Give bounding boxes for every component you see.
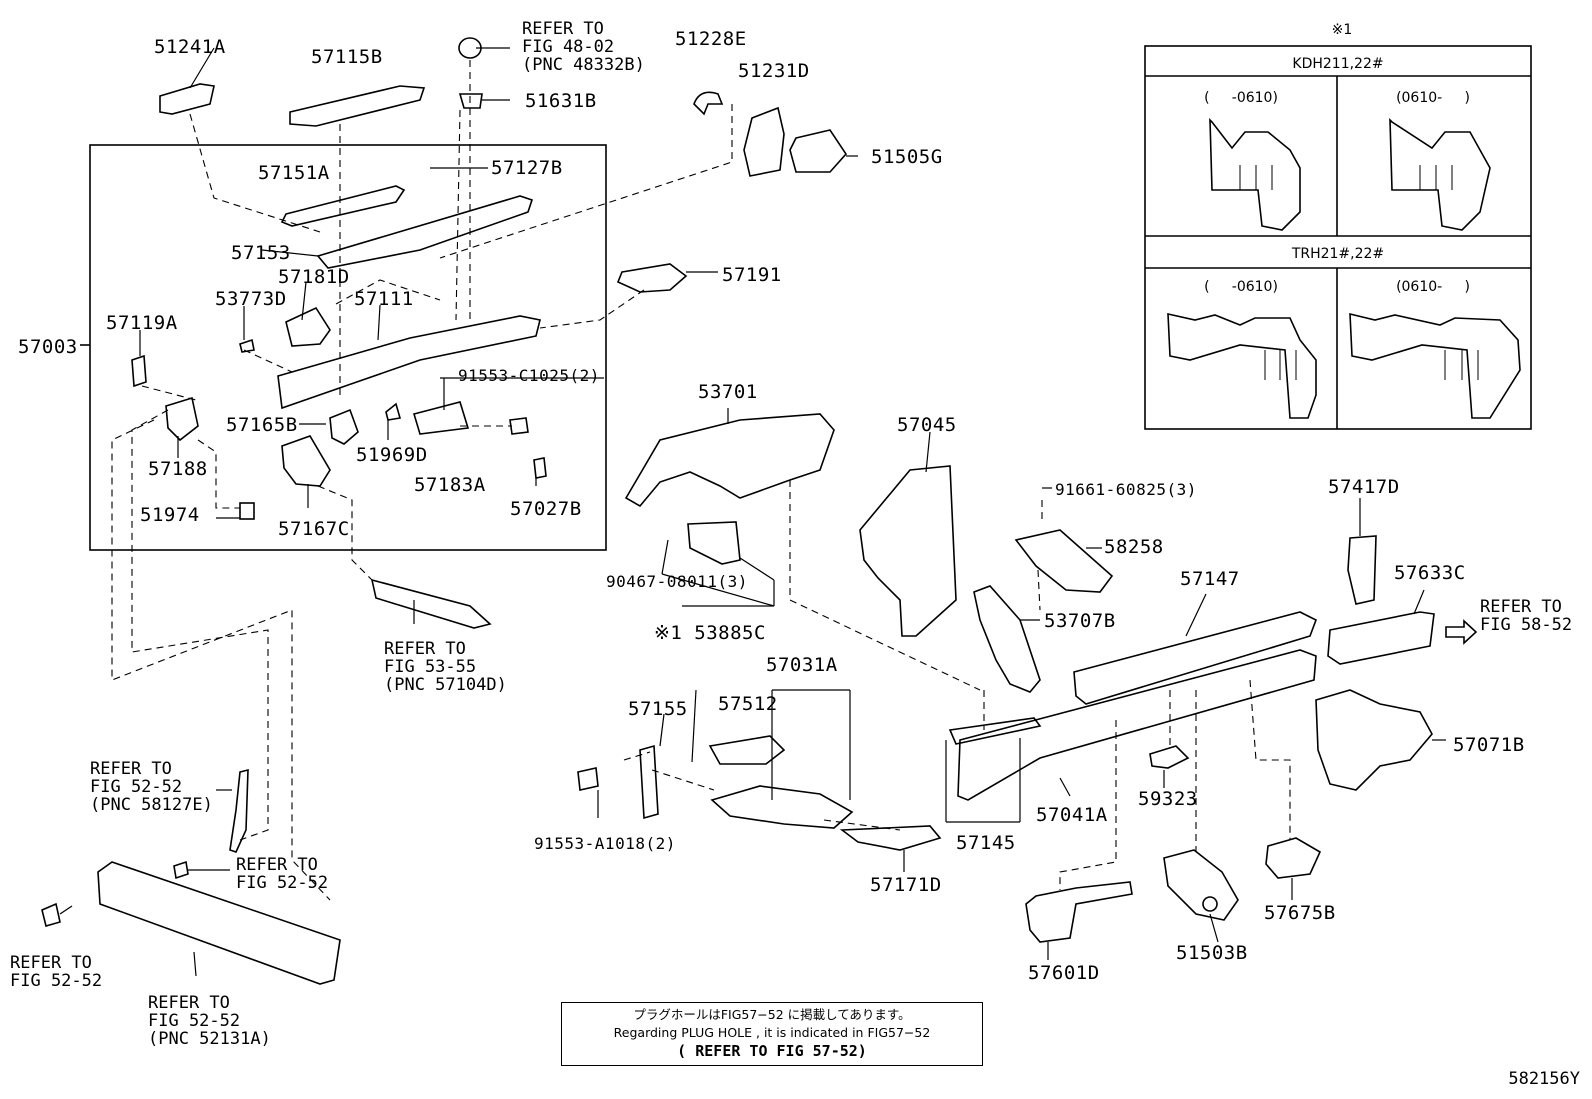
inset-range-before-2: ( -0610): [1204, 279, 1278, 295]
inset-part-2: [1389, 118, 1491, 231]
inset-part-3: [1167, 312, 1317, 419]
part-label-53773D[interactable]: 53773D: [215, 288, 287, 310]
part-label-57155[interactable]: 57155: [628, 698, 688, 720]
part-label-57188[interactable]: 57188: [148, 458, 208, 480]
part-label-90467-08011[interactable]: 90467-08011(3): [606, 572, 748, 591]
part-label-57027B[interactable]: 57027B: [510, 498, 582, 520]
inset-range-before-1: ( -0610): [1204, 90, 1278, 106]
part-label-57045[interactable]: 57045: [897, 414, 957, 436]
part-label-53885C[interactable]: ※1 53885C: [654, 622, 766, 644]
refer-fig-53-55[interactable]: REFER TO FIG 53-55 (PNC 57104D): [384, 639, 507, 695]
refer-fig-52-52-bolt[interactable]: REFER TO FIG 52-52: [236, 855, 329, 893]
refer-fig-48-02[interactable]: REFER TO FIG 48-02 (PNC 48332B): [522, 19, 645, 75]
note-refer-link[interactable]: ( REFER TO FIG 57-52): [677, 1042, 867, 1060]
refer-arrow: [1445, 619, 1478, 645]
part-label-57031A[interactable]: 57031A: [766, 654, 838, 676]
part-label-57147[interactable]: 57147: [1180, 568, 1240, 590]
part-label-57153[interactable]: 57153: [231, 242, 291, 264]
inset-range-after-1: (0610- ): [1396, 90, 1470, 106]
inset-range-after-2: (0610- ): [1396, 279, 1470, 295]
inset-box: [1144, 45, 1532, 430]
part-label-57115B[interactable]: 57115B: [311, 46, 383, 68]
part-label-57191[interactable]: 57191: [722, 264, 782, 286]
inset-part-4: [1349, 312, 1521, 419]
inset-part-1: [1209, 118, 1301, 231]
note-line-jp: プラグホールはFIG57−52 に掲載してあります。: [633, 1007, 911, 1022]
part-label-91553-C1025[interactable]: 91553-C1025(2): [458, 366, 600, 385]
note-line-en: Regarding PLUG HOLE , it is indicated in…: [613, 1025, 931, 1040]
part-label-57041A[interactable]: 57041A: [1036, 804, 1108, 826]
part-label-57601D[interactable]: 57601D: [1028, 962, 1100, 984]
part-label-57183A[interactable]: 57183A: [414, 474, 486, 496]
inset-marker: ※1: [1331, 22, 1353, 38]
part-label-57165B[interactable]: 57165B: [226, 414, 298, 436]
part-label-51241A[interactable]: 51241A: [154, 36, 226, 58]
part-label-57111[interactable]: 57111: [354, 288, 414, 310]
part-label-57071B[interactable]: 57071B: [1453, 734, 1525, 756]
part-label-58258[interactable]: 58258: [1104, 536, 1164, 558]
part-label-57003[interactable]: 57003: [18, 336, 78, 358]
part-label-57171D[interactable]: 57171D: [870, 874, 942, 896]
part-label-59323[interactable]: 59323: [1138, 788, 1198, 810]
refer-fig-52-52-bolt-left[interactable]: REFER TO FIG 52-52: [10, 953, 103, 991]
part-label-57675B[interactable]: 57675B: [1264, 902, 1336, 924]
part-label-57119A[interactable]: 57119A: [106, 312, 178, 334]
part-label-51503B[interactable]: 51503B: [1176, 942, 1248, 964]
part-label-91661-60825[interactable]: 91661-60825(3): [1055, 480, 1197, 499]
part-label-57151A[interactable]: 57151A: [258, 162, 330, 184]
part-label-57127B[interactable]: 57127B: [491, 157, 563, 179]
part-label-53701[interactable]: 53701: [698, 381, 758, 403]
inset-model-trh: TRH21#,22#: [1291, 246, 1385, 262]
refer-fig-52-52-58127E[interactable]: REFER TO FIG 52-52 (PNC 58127E): [90, 759, 213, 815]
part-label-51969D[interactable]: 51969D: [356, 444, 428, 466]
part-label-51974[interactable]: 51974: [140, 504, 200, 526]
part-label-57167C[interactable]: 57167C: [278, 518, 350, 540]
figure-number: 582156Y: [1508, 1069, 1580, 1089]
group-box-57003: [89, 144, 607, 551]
plug-hole-note: プラグホールはFIG57−52 に掲載してあります。 Regarding PLU…: [561, 1002, 983, 1066]
part-label-57145[interactable]: 57145: [956, 832, 1016, 854]
inset-model-kdh: KDH211,22#: [1292, 56, 1384, 72]
part-label-51505G[interactable]: 51505G: [871, 146, 943, 168]
part-label-53707B[interactable]: 53707B: [1044, 610, 1116, 632]
part-label-57417D[interactable]: 57417D: [1328, 476, 1400, 498]
part-label-57633C[interactable]: 57633C: [1394, 562, 1466, 584]
part-label-57181D[interactable]: 57181D: [278, 266, 350, 288]
part-label-57512[interactable]: 57512: [718, 693, 778, 715]
refer-fig-52-52-52131A[interactable]: REFER TO FIG 52-52 (PNC 52131A): [148, 993, 271, 1049]
part-label-51231D[interactable]: 51231D: [738, 60, 810, 82]
part-label-51228E[interactable]: 51228E: [675, 28, 747, 50]
refer-fig-58-52[interactable]: REFER TO FIG 58-52: [1480, 597, 1573, 635]
part-label-51631B[interactable]: 51631B: [525, 90, 597, 112]
part-label-91553-A1018[interactable]: 91553-A1018(2): [534, 834, 676, 853]
